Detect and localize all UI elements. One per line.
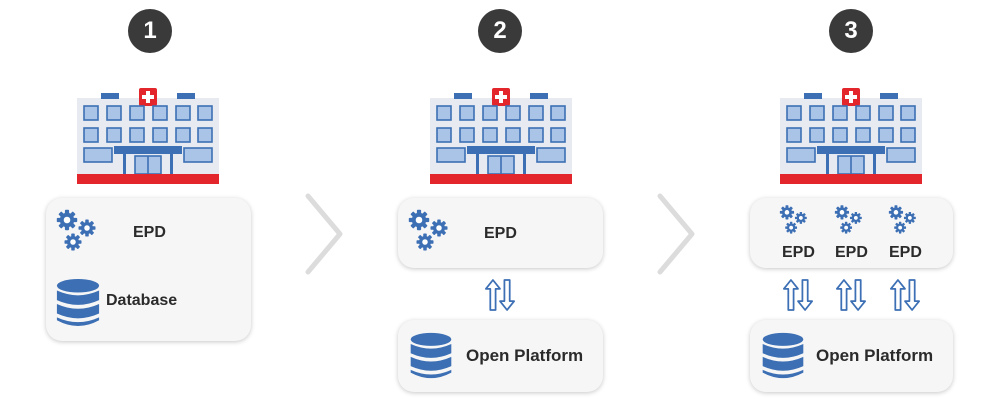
gears-icon	[55, 208, 105, 254]
bidirectional-arrows-icon	[890, 276, 920, 314]
open-platform-label: Open Platform	[816, 346, 934, 365]
chevron-right-icon	[657, 193, 695, 275]
hospital-building-icon	[77, 88, 219, 184]
epd-label: EPD	[484, 225, 517, 242]
bidirectional-arrows-icon	[783, 276, 813, 314]
database-icon	[408, 332, 454, 380]
bidirectional-arrows-icon	[485, 276, 515, 314]
hospital-building-icon	[430, 88, 572, 184]
database-icon	[55, 278, 101, 328]
gears-icon	[833, 204, 869, 236]
epd-label: EPD	[889, 244, 922, 261]
epd-label: EPD	[133, 224, 166, 241]
database-label: Database	[106, 292, 178, 309]
gears-icon	[407, 208, 457, 254]
chevron-right-icon	[305, 193, 343, 275]
step-3-badge: 3	[829, 9, 873, 53]
gears-icon	[778, 204, 814, 236]
step-1-badge: 1	[128, 9, 172, 53]
gears-icon	[887, 204, 923, 236]
bidirectional-arrows-icon	[836, 276, 866, 314]
epd-label: EPD	[782, 244, 815, 261]
open-platform-label: Open Platform	[466, 346, 584, 365]
epd-label: EPD	[835, 244, 868, 261]
hospital-building-icon	[780, 88, 922, 184]
step-2-badge: 2	[478, 9, 522, 53]
database-icon	[760, 332, 806, 380]
